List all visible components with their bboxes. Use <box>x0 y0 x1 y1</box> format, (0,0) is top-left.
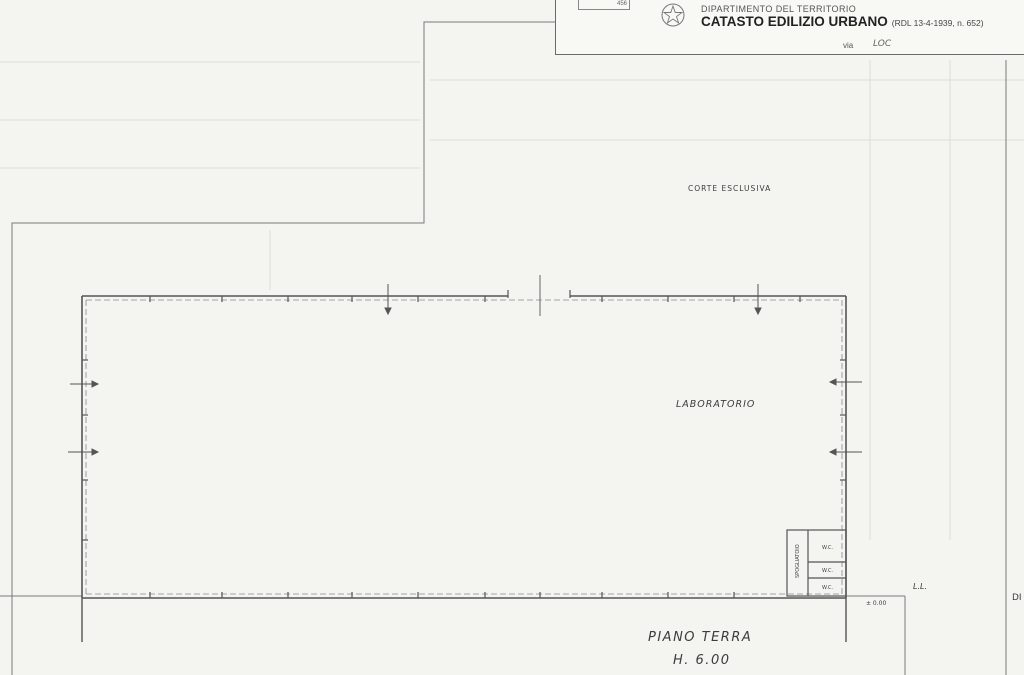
law-reference: (RDL 13-4-1939, n. 652) <box>891 18 984 28</box>
services-block <box>786 529 847 597</box>
building-walls-inner <box>85 299 843 595</box>
wc-label-3: W.C. <box>822 585 833 591</box>
department-name: DIPARTIMENTO DEL TERRITORIO <box>701 4 857 14</box>
republic-emblem-icon <box>661 3 685 27</box>
building-walls <box>81 295 847 599</box>
outdoor-area-label: CORTE ESCLUSIVA <box>688 184 771 193</box>
wall-pillars <box>82 290 846 598</box>
services-label: SPOGLIATOIO <box>795 544 801 578</box>
lot-boundary <box>0 21 1007 675</box>
cadastre-title-text: CATASTO EDILIZIO URBANO <box>701 14 888 29</box>
faint-grid <box>0 60 1024 540</box>
cadastre-title: CATASTO EDILIZIO URBANO(RDL 13-4-1939, n… <box>701 14 984 29</box>
access-arrows <box>68 284 862 456</box>
level-marker: ± 0.00 <box>866 600 886 607</box>
wc-label-1: W.C. <box>822 545 833 551</box>
right-marker: L.L. <box>913 582 927 591</box>
wall-extensions <box>81 598 847 642</box>
cadastre-header <box>555 0 1024 55</box>
height-label: H. 6.00 <box>673 653 731 668</box>
via-label: via <box>843 41 854 50</box>
room-label: LABORATORIO <box>676 399 755 410</box>
via-value: LOC <box>873 39 892 49</box>
stamp-number: 456 <box>578 0 630 10</box>
wc-label-2: W.C. <box>822 568 833 574</box>
floor-label: PIANO TERRA <box>648 630 752 645</box>
edge-text: DI <box>1012 593 1022 603</box>
